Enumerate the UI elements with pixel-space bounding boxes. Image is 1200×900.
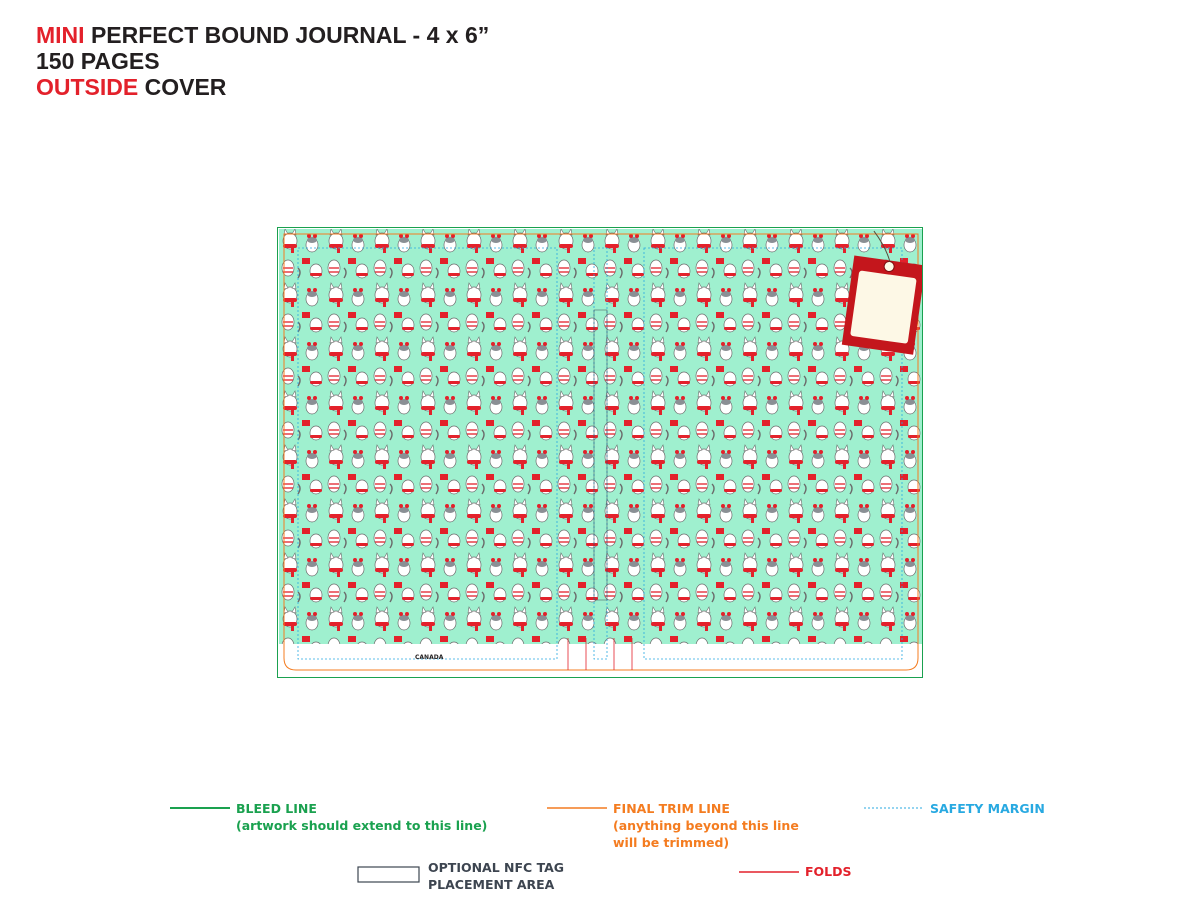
trim-line-title: FINAL TRIM LINE	[613, 801, 730, 816]
title-mini: MINI	[36, 22, 85, 48]
nfc-area-swatch	[357, 866, 420, 883]
folds-swatch	[739, 871, 799, 873]
nfc-tag-legend: OPTIONAL NFC TAG PLACEMENT AREA	[428, 859, 564, 893]
folds-legend: FOLDS	[805, 863, 852, 880]
title-cover: COVER	[138, 74, 227, 100]
safety-margin-swatch	[864, 807, 924, 809]
bleed-line-legend: BLEED LINE (artwork should extend to thi…	[236, 800, 487, 834]
gift-tag-graphic	[841, 230, 922, 355]
trim-line-legend: FINAL TRIM LINE (anything beyond this li…	[613, 800, 799, 851]
title-line-1: MINI PERFECT BOUND JOURNAL - 4 x 6”	[36, 22, 489, 48]
safety-margin-front	[643, 247, 903, 660]
cover-artwork: CANADA	[279, 229, 922, 671]
title-product: PERFECT BOUND JOURNAL - 4 x 6”	[84, 22, 490, 48]
trim-line	[283, 233, 919, 671]
safety-margin-back	[297, 247, 558, 660]
safety-margin-legend: SAFETY MARGIN	[930, 800, 1045, 817]
nfc-tag-line-2: PLACEMENT AREA	[428, 877, 555, 892]
pattern-artwork	[279, 229, 922, 644]
bleed-line-swatch	[170, 807, 230, 809]
safety-margin-title: SAFETY MARGIN	[930, 801, 1045, 816]
cover-imprint-text: CANADA	[415, 654, 444, 661]
bleed-line-note: (artwork should extend to this line)	[236, 818, 488, 833]
folds-title: FOLDS	[805, 864, 852, 879]
trim-line-swatch	[547, 807, 607, 809]
trim-line-note-2: will be trimmed)	[613, 835, 730, 850]
trim-line-note-1: (anything beyond this line	[613, 818, 799, 833]
spine-box	[593, 309, 608, 601]
cover-template: CANADA	[277, 227, 923, 678]
bleed-line-title: BLEED LINE	[236, 801, 317, 816]
title-line-2: 150 PAGES	[36, 48, 160, 74]
title-block: MINI PERFECT BOUND JOURNAL - 4 x 6” 150 …	[36, 22, 489, 100]
nfc-tag-line-1: OPTIONAL NFC TAG	[428, 860, 565, 875]
title-outside: OUTSIDE	[36, 74, 139, 100]
title-line-3: OUTSIDE COVER	[36, 74, 489, 100]
